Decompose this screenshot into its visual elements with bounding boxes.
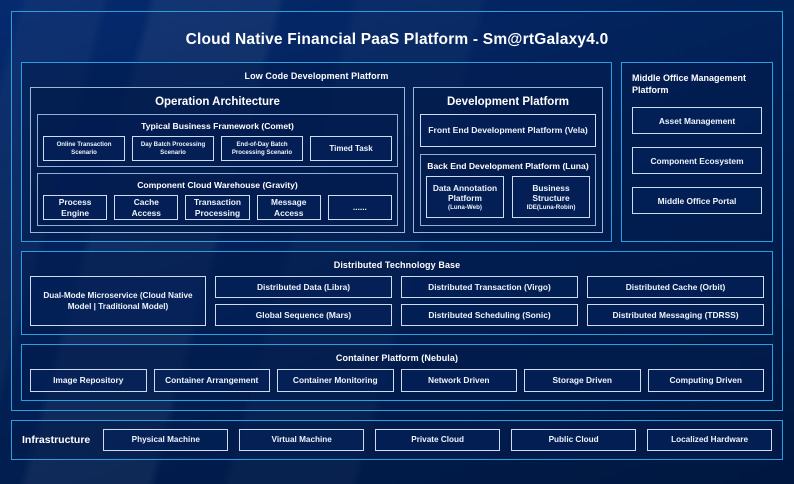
- chip-distributed-scheduling[interactable]: Distributed Scheduling (Sonic): [401, 304, 578, 326]
- platform-outer-frame: Cloud Native Financial PaaS Platform - S…: [11, 11, 783, 411]
- middle-office-management-platform-panel: Middle Office Management Platform Asset …: [621, 62, 773, 242]
- chip-end-of-day-batch-processing-scenario[interactable]: End-of-Day Batch Processing Scenario: [221, 136, 303, 161]
- chip-distributed-data[interactable]: Distributed Data (Libra): [215, 276, 392, 298]
- back-end-development-platform-group: Back End Development Platform (Luna) Dat…: [420, 154, 596, 226]
- chip-message-access[interactable]: Message Access: [256, 195, 321, 220]
- low-code-development-platform-band: Low Code Development Platform Operation …: [21, 62, 612, 242]
- infrastructure-band: Infrastructure Physical Machine Virtual …: [11, 420, 783, 460]
- component-cloud-warehouse-items: Process Engine Cache Access Transaction …: [43, 195, 393, 220]
- distributed-column-three: Distributed Cache (Orbit) Distributed Me…: [587, 276, 764, 326]
- chip-data-annotation-platform[interactable]: Data Annotation Platform (Luna-Web): [426, 176, 504, 218]
- chip-container-arrangement[interactable]: Container Arrangement: [153, 369, 270, 392]
- chip-private-cloud[interactable]: Private Cloud: [375, 429, 501, 451]
- chip-more-ellipsis[interactable]: ......: [327, 195, 393, 220]
- page-title: Cloud Native Financial PaaS Platform - S…: [185, 31, 609, 48]
- back-end-items: Data Annotation Platform (Luna-Web) Busi…: [426, 176, 590, 218]
- distributed-column-two: Distributed Transaction (Virgo) Distribu…: [401, 276, 578, 326]
- chip-physical-machine[interactable]: Physical Machine: [103, 429, 229, 451]
- distributed-technology-base-content: Dual-Mode Microservice (Cloud Native Mod…: [30, 276, 764, 326]
- chip-asset-management[interactable]: Asset Management: [632, 107, 762, 135]
- chip-business-structure-ide[interactable]: Business Structure IDE(Luna-Robin): [512, 176, 590, 218]
- chip-image-repository[interactable]: Image Repository: [30, 369, 147, 392]
- container-platform-band: Container Platform (Nebula) Image Reposi…: [21, 344, 773, 401]
- low-code-inner: Operation Architecture Typical Business …: [30, 87, 603, 233]
- chip-distributed-messaging[interactable]: Distributed Messaging (TDRSS): [587, 304, 764, 326]
- back-end-development-platform-title: Back End Development Platform (Luna): [427, 161, 589, 171]
- typical-business-framework-group: Typical Business Framework (Comet) Onlin…: [37, 114, 398, 167]
- chip-timed-task[interactable]: Timed Task: [310, 136, 392, 161]
- chip-cache-access[interactable]: Cache Access: [114, 195, 179, 220]
- chip-front-end-development-platform[interactable]: Front End Development Platform (Vela): [420, 114, 596, 147]
- chip-business-structure-ide-label: Business Structure: [532, 182, 570, 204]
- container-platform-title: Container Platform (Nebula): [335, 353, 459, 363]
- chip-data-annotation-platform-sub: (Luna-Web): [448, 203, 482, 211]
- chip-component-ecosystem[interactable]: Component Ecosystem: [632, 147, 762, 175]
- chip-global-sequence[interactable]: Global Sequence (Mars): [215, 304, 392, 326]
- chip-network-driven[interactable]: Network Driven: [400, 369, 517, 392]
- typical-business-framework-items: Online Transaction Scenario Day Batch Pr…: [43, 136, 392, 161]
- component-cloud-warehouse-title: Component Cloud Warehouse (Gravity): [137, 180, 298, 190]
- chip-middle-office-portal[interactable]: Middle Office Portal: [632, 187, 762, 215]
- chip-data-annotation-platform-label: Data Annotation Platform: [432, 182, 498, 204]
- chip-distributed-cache[interactable]: Distributed Cache (Orbit): [587, 276, 764, 298]
- typical-business-framework-title: Typical Business Framework (Comet): [141, 121, 294, 131]
- chip-online-transaction-scenario[interactable]: Online Transaction Scenario: [43, 136, 125, 161]
- top-section: Low Code Development Platform Operation …: [21, 62, 773, 242]
- chip-process-engine[interactable]: Process Engine: [43, 195, 108, 220]
- chip-localized-hardware[interactable]: Localized Hardware: [647, 429, 773, 451]
- chip-dual-mode-microservice[interactable]: Dual-Mode Microservice (Cloud Native Mod…: [30, 276, 206, 326]
- distributed-column-one: Distributed Data (Libra) Global Sequence…: [215, 276, 392, 326]
- component-cloud-warehouse-group: Component Cloud Warehouse (Gravity) Proc…: [37, 173, 398, 226]
- infrastructure-label: Infrastructure: [22, 434, 91, 446]
- operation-architecture-panel: Operation Architecture Typical Business …: [30, 87, 405, 233]
- chip-day-batch-processing-scenario[interactable]: Day Batch Processing Scenario: [132, 136, 214, 161]
- development-platform-panel: Development Platform Front End Developme…: [413, 87, 603, 233]
- chip-virtual-machine[interactable]: Virtual Machine: [239, 429, 365, 451]
- low-code-band-title: Low Code Development Platform: [244, 71, 389, 81]
- chip-distributed-transaction[interactable]: Distributed Transaction (Virgo): [401, 276, 578, 298]
- middle-office-items: Asset Management Component Ecosystem Mid…: [632, 107, 762, 215]
- middle-office-title: Middle Office Management Platform: [632, 73, 747, 96]
- chip-business-structure-ide-sub: IDE(Luna-Robin): [526, 203, 576, 211]
- distributed-technology-base-title: Distributed Technology Base: [333, 260, 461, 270]
- container-platform-items: Image Repository Container Arrangement C…: [30, 369, 764, 392]
- chip-public-cloud[interactable]: Public Cloud: [511, 429, 637, 451]
- operation-architecture-title: Operation Architecture: [155, 96, 280, 108]
- development-platform-title: Development Platform: [446, 96, 570, 108]
- chip-container-monitoring[interactable]: Container Monitoring: [277, 369, 394, 392]
- chip-storage-driven[interactable]: Storage Driven: [524, 369, 641, 392]
- distributed-technology-base-band: Distributed Technology Base Dual-Mode Mi…: [21, 251, 773, 335]
- infrastructure-items: Physical Machine Virtual Machine Private…: [103, 429, 773, 451]
- chip-transaction-processing[interactable]: Transaction Processing: [185, 195, 250, 220]
- chip-computing-driven[interactable]: Computing Driven: [647, 369, 764, 392]
